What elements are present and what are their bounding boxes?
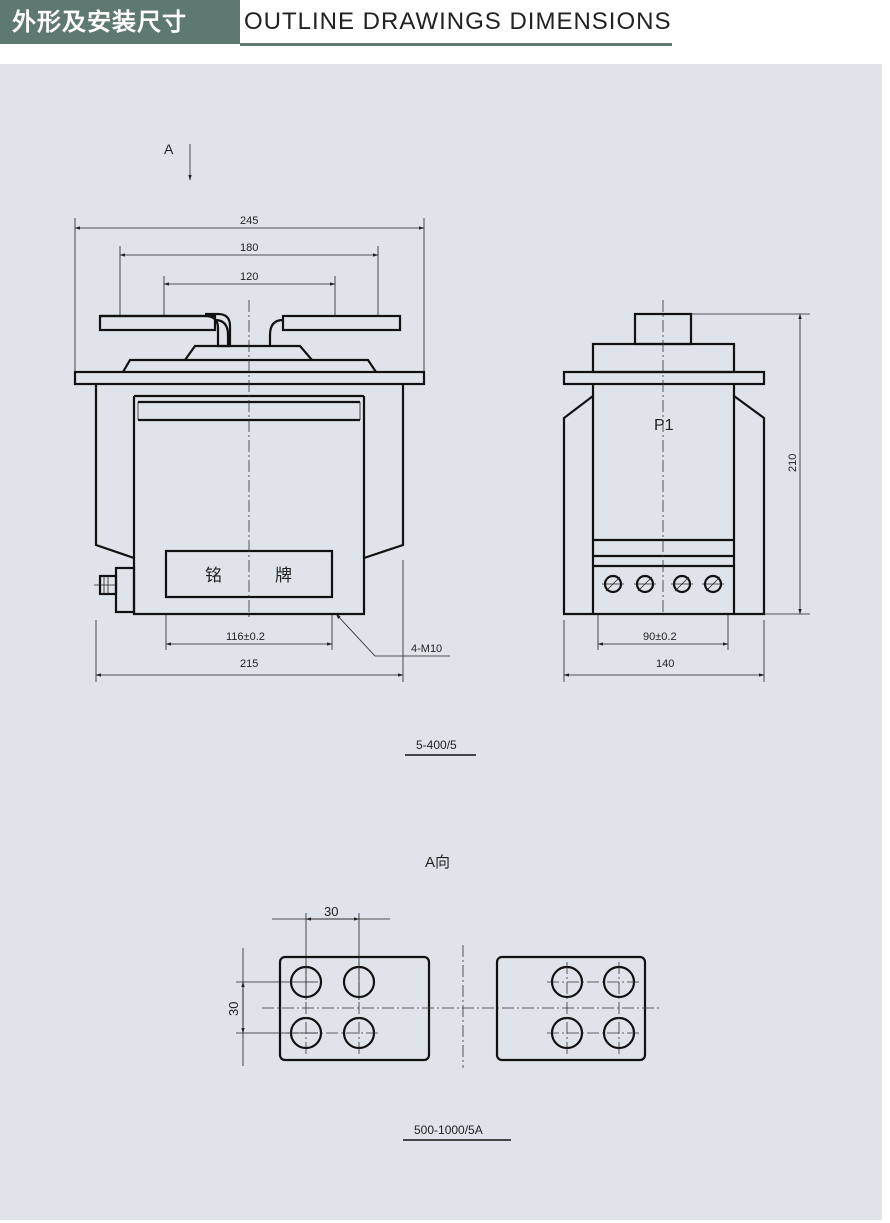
detail-view-a: A向 30 30 (226, 854, 660, 1068)
secondary-terminal (114, 566, 136, 614)
side-flange (562, 370, 766, 386)
top-flange (73, 370, 426, 386)
right-busbar-face (495, 955, 647, 1062)
detail-view-title: A向 (425, 854, 450, 871)
terminal-label-p1: P1 (654, 417, 674, 434)
right-busbar-plate (281, 314, 402, 332)
view-arrow-label: A (164, 141, 174, 157)
side-body (562, 384, 766, 616)
terminal-screws (602, 574, 724, 594)
side-view: P1 210 90±0.2 140 (562, 300, 810, 682)
dim-140: 140 (656, 658, 674, 670)
nameplate-char-2: 牌 (275, 566, 292, 585)
dim-30-horizontal: 30 (324, 904, 338, 919)
dim-245: 245 (240, 215, 258, 227)
left-busbar-face (278, 955, 431, 1062)
section-title-cn: 外形及安装尺寸 (0, 0, 240, 44)
left-busbar-plate (98, 314, 217, 332)
dim-116: 116±0.2 (226, 631, 265, 643)
bolt-callout: 4-M10 (411, 643, 442, 655)
section-title-en: OUTLINE DRAWINGS DIMENSIONS (244, 8, 672, 35)
front-body (94, 384, 405, 616)
dim-30-vertical: 30 (226, 1002, 241, 1016)
header-rule (240, 43, 672, 46)
dim-90: 90±0.2 (643, 631, 677, 643)
top-boss (184, 344, 313, 361)
front-view: A 245 180 120 (73, 141, 450, 682)
dim-215: 215 (240, 658, 258, 670)
caption-model-range-1: 5-400/5 (416, 738, 457, 752)
caption-model-range-2: 500-1000/5A (414, 1123, 483, 1137)
nameplate-char-1: 铭 (205, 566, 222, 585)
dim-120: 120 (240, 271, 258, 283)
dim-180: 180 (240, 242, 258, 254)
dim-210: 210 (787, 454, 799, 472)
